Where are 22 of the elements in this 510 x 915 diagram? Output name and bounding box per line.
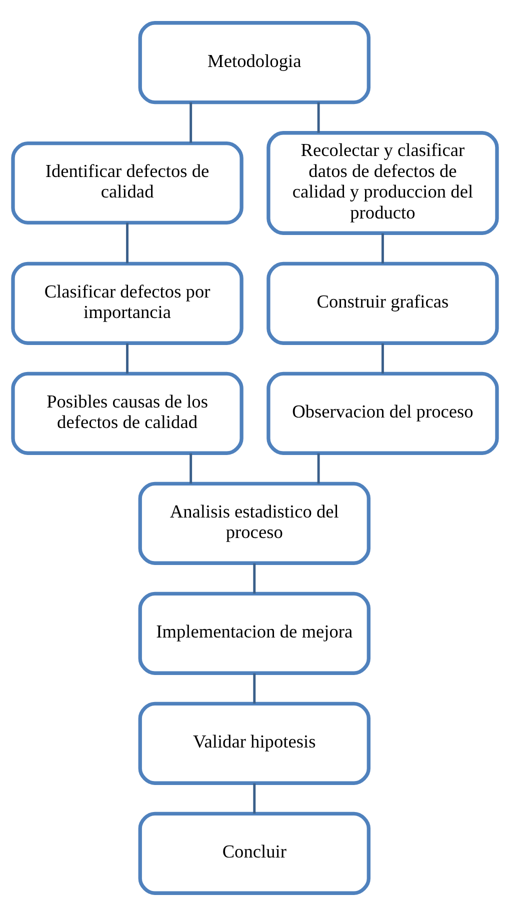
node-box: Concluir [138,811,370,894]
connector [253,672,256,704]
node-box: Implementacion de mejora [138,591,370,674]
node-box: Identificar defectos de calidad [11,140,244,224]
node-box: Validar hipotesis [138,701,370,784]
connector [382,342,384,374]
node-box: Metodologia [138,20,370,104]
connector [190,102,192,142]
connector [317,452,320,484]
node-box: Recolectar y clasificar datos de defectos de calidad y produccion del producto [266,130,499,234]
connector [382,232,384,263]
node-box: Observacion del proceso [266,371,499,454]
node-box: Clasificar defectos por importancia [11,261,244,344]
connector [253,562,256,594]
connector [190,452,192,484]
node-box: Construir graficas [266,261,499,344]
node-box: Posibles causas de los defectos de calidad [11,371,244,454]
connector [126,222,128,263]
connector [253,782,256,814]
connector [126,342,128,374]
node-box: Analisis estadistico del proceso [138,481,370,564]
connector [317,102,320,132]
